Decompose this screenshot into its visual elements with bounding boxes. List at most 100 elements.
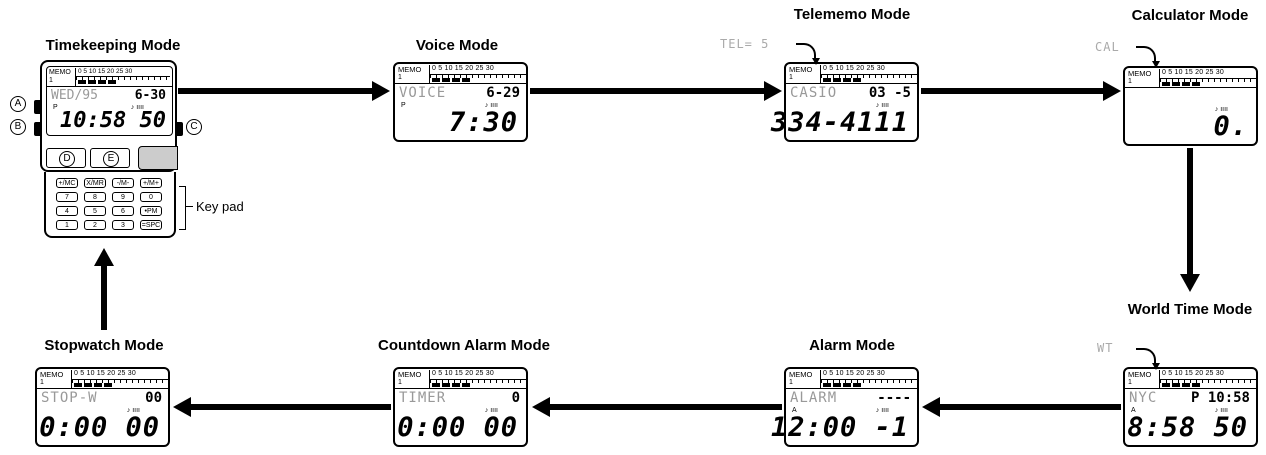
scale-ticks [821, 379, 917, 383]
display-indicator: P [401, 102, 406, 109]
memo-label: MEMO [398, 370, 422, 379]
memo-bars [823, 78, 863, 82]
worldtime-curl-arrow [1136, 348, 1160, 370]
display-top-right-text: P 10:58 [1190, 390, 1250, 406]
countdown-alarm-mode-title: Countdown Alarm Mode [378, 337, 550, 354]
bell-icon: ♪ ıııı [126, 407, 140, 414]
keypad-leader [185, 206, 193, 207]
keypad-key[interactable]: 2 [84, 220, 106, 230]
memo-scale: 0 5 10 15 20 25 30 [820, 65, 917, 83]
memo-number: 1 [1128, 78, 1132, 85]
display-top-text: STOP-W [41, 390, 98, 406]
day-text: WED/95 [51, 88, 98, 103]
memo-number: 1 [398, 74, 402, 81]
keypad-key[interactable]: +/M+ [140, 178, 162, 188]
display-main-text: 8:58 50 [1127, 412, 1248, 443]
display-top-right-text: 00 [145, 390, 162, 406]
arrow-stopwatch-to-timekeeping [94, 248, 114, 330]
scale-ticks [76, 76, 170, 80]
memo-number: 1 [789, 379, 793, 386]
memo-scale: 0 5 10 15 20 25 30 [820, 370, 917, 388]
display-divider [1125, 388, 1256, 389]
worldtime-indicator-label: WT [1097, 341, 1114, 355]
side-button-c[interactable] [175, 122, 183, 136]
scale-numbers: 0 5 10 15 20 25 30 [74, 370, 136, 377]
scale-ticks [821, 74, 917, 78]
bell-icon: ♪ ıııı [484, 102, 498, 109]
stopwatch-mode-title: Stopwatch Mode [44, 337, 164, 354]
calculator-indicator-label: CAL [1095, 40, 1120, 54]
memo-scale: 0 5 10 15 20 25 30 [1159, 370, 1256, 388]
memo-bars [74, 383, 114, 387]
keypad-key[interactable]: •PM [140, 206, 162, 216]
arrow-telememo-to-calculator [921, 81, 1121, 101]
memo-bars [78, 80, 118, 84]
memo-label: MEMO [398, 65, 422, 74]
display-top-text: NYC [1129, 390, 1158, 406]
keypad-key[interactable]: X/MR [84, 178, 106, 188]
scale-ticks [1160, 379, 1256, 383]
keypad-key[interactable]: 5 [84, 206, 106, 216]
button-d[interactable]: D [46, 148, 86, 168]
display-top-text: VOICE [399, 85, 447, 101]
memo-label: MEMO [1128, 69, 1152, 78]
display-top-text: TIMER [399, 390, 447, 406]
scale-numbers: 0 5 10 15 20 25 30 [1162, 370, 1224, 377]
display-divider [786, 388, 917, 389]
keypad-key[interactable]: 6 [112, 206, 134, 216]
button-b-label: B [10, 119, 26, 135]
keypad-key[interactable]: +/MC [56, 178, 78, 188]
arrow-timekeeping-to-voice [178, 81, 390, 101]
display-top-right-text: 03 -5 [868, 85, 911, 101]
side-button-b[interactable] [34, 122, 42, 136]
button-a-label: A [10, 96, 26, 112]
keypad-key[interactable]: 7 [56, 192, 78, 202]
keypad-key[interactable]: 8 [84, 192, 106, 202]
keypad-key[interactable]: 1 [56, 220, 78, 230]
button-c-label: C [186, 119, 202, 135]
keypad-key[interactable]: 0 [140, 192, 162, 202]
display-main-text: 0:00 00 [397, 412, 518, 443]
side-button-a[interactable] [34, 100, 42, 114]
display-divider [37, 388, 168, 389]
telememo-curl-arrow [796, 43, 820, 65]
calculator-mode-title: Calculator Mode [1131, 7, 1249, 24]
date-text: 6-30 [134, 88, 166, 103]
keypad-bracket [179, 186, 186, 230]
keypad-key[interactable]: -/M- [112, 178, 134, 188]
arrow-calculator-to-worldtime [1180, 148, 1200, 292]
display-divider [786, 83, 917, 84]
scale-numbers: 0 5 10 15 20 25 30 [432, 370, 494, 377]
memo-label: MEMO [49, 69, 71, 76]
memo-number: 1 [49, 77, 53, 84]
keypad-key[interactable]: 9 [112, 192, 134, 202]
bell-icon: ♪ ıııı [484, 407, 498, 414]
memo-scale: 0 5 10 15 20 25 30 [75, 68, 170, 86]
time-text: 10:58 50 [60, 108, 166, 133]
memo-scale: 0 5 10 15 20 25 30 [71, 370, 168, 388]
arrow-alarm-to-countdown [532, 397, 782, 417]
button-e[interactable]: E [90, 148, 130, 168]
keypad-key[interactable]: 4 [56, 206, 78, 216]
display-divider [395, 388, 526, 389]
memo-number: 1 [789, 74, 793, 81]
scale-numbers: 0 5 10 15 20 25 30 [1162, 69, 1224, 76]
display-top-right-text: ---- [877, 390, 911, 406]
display-top-text: ALARM [790, 390, 838, 406]
display-top-text: CASIO [790, 85, 838, 101]
arrow-voice-to-telememo [530, 81, 782, 101]
display-indicator: A [792, 407, 797, 414]
button-e-label: E [103, 151, 119, 167]
memo-label: MEMO [789, 65, 813, 74]
solar-panel [138, 146, 178, 170]
telememo-indicator-label: TEL= 5 [720, 37, 770, 51]
keypad-key[interactable]: 3 [112, 220, 134, 230]
keypad-label: Key pad [196, 199, 244, 214]
memo-scale: 0 5 10 15 20 25 30 [429, 370, 526, 388]
telememo-mode-title: Telememo Mode [793, 6, 911, 23]
scale-numbers: 0 5 10 15 20 25 30 [823, 370, 885, 377]
display-main-text: 334-4111 [770, 107, 909, 138]
keypad-key[interactable]: =SPC [140, 220, 162, 230]
